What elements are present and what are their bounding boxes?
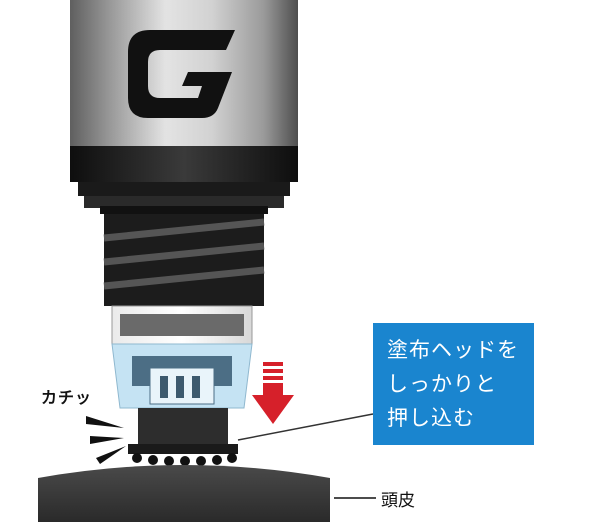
callout-line-3: 押し込む xyxy=(387,406,475,430)
applicator-tips xyxy=(132,453,237,466)
threaded-neck xyxy=(100,206,268,306)
brand-logo-icon xyxy=(128,30,235,118)
instruction-callout: 塗布ヘッドを しっかりと 押し込む xyxy=(373,323,534,445)
callout-leader-line xyxy=(237,413,374,441)
callout-line-1: 塗布ヘッドを xyxy=(387,338,519,362)
click-burst-icon xyxy=(86,416,126,464)
click-sound-label: カチッ xyxy=(41,388,93,407)
scalp xyxy=(38,465,376,522)
applicator-head xyxy=(111,305,253,466)
bottle-body xyxy=(70,0,298,208)
down-arrow-icon xyxy=(252,362,294,424)
callout-line-2: しっかりと xyxy=(387,372,497,396)
scalp-label: 頭皮 xyxy=(381,491,415,511)
